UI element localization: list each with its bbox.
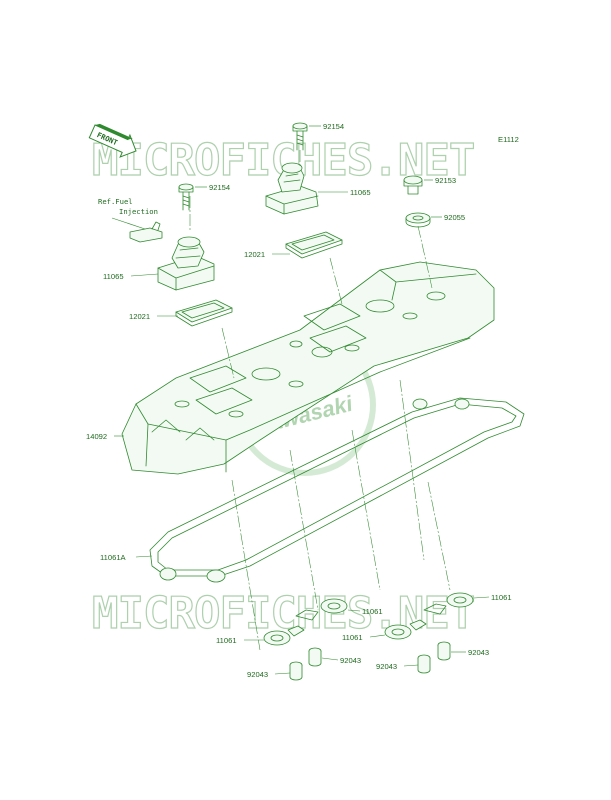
label-92154-left: 92154	[209, 183, 230, 192]
centerline-5	[329, 257, 343, 305]
label-92043-4: 92043	[376, 662, 397, 671]
centerline-8	[351, 429, 381, 591]
label-12021-lower: 12021	[129, 312, 150, 321]
watermark-bottom: MICROFICHES.NET	[92, 588, 474, 639]
seal-11061-left-lower	[263, 625, 305, 646]
label-14092: 14092	[86, 432, 107, 441]
centerline-4	[221, 327, 235, 379]
bushing-92043-4	[417, 654, 431, 674]
plug-cap-11065-top	[265, 162, 319, 215]
label-92043-1: 92043	[340, 656, 361, 665]
leader-11061-d	[473, 596, 490, 599]
ref-note-line2: Injection	[119, 207, 158, 216]
leader-11061-b	[347, 609, 361, 612]
label-11065-top: 11065	[350, 188, 371, 197]
bushing-92043-2	[289, 661, 303, 681]
leader-92043-1	[321, 657, 339, 661]
ref-note-line1: Ref.Fuel	[98, 197, 133, 206]
centerline-6	[231, 479, 261, 651]
centerline-3	[417, 225, 433, 289]
bolt-92154-top	[292, 122, 308, 151]
bushing-92043-3	[437, 641, 451, 661]
bolt-92153	[403, 175, 423, 195]
bolt-92154-left	[178, 183, 194, 211]
seal-11061-right-upper	[423, 592, 474, 615]
leader-11061A	[135, 555, 153, 558]
label-11065-left: 11065	[103, 272, 124, 281]
label-92043-2: 92043	[247, 670, 268, 679]
leader-92043-2	[274, 672, 291, 675]
gasket-11061A	[149, 397, 525, 583]
label-11061-a: 11061	[216, 636, 237, 645]
label-92154-top: 92154	[323, 122, 344, 131]
label-11061-b: 11061	[362, 607, 383, 616]
bushing-92043-1	[308, 647, 322, 667]
cylinder-head-cover-14092	[121, 261, 495, 475]
washer-92055	[405, 212, 431, 228]
fuel-injection-bracket	[129, 221, 163, 243]
centerline-10	[427, 481, 451, 591]
label-92153: 92153	[435, 176, 456, 185]
ref-note-leader	[111, 217, 149, 231]
plug-cap-11065-left	[157, 236, 215, 291]
centerline-9	[399, 379, 425, 561]
leader-92043-4	[403, 664, 419, 667]
leader-11061-c	[369, 634, 386, 638]
seal-11061-right-lower	[384, 619, 427, 640]
diagram-code: E1112	[498, 135, 519, 144]
gasket-12021-upper	[285, 231, 343, 259]
label-92055: 92055	[444, 213, 465, 222]
centerline-7	[289, 449, 319, 611]
label-92043-3: 92043	[468, 648, 489, 657]
seal-11061-left-upper	[295, 598, 348, 621]
front-arrow-icon: FRONT	[88, 123, 137, 158]
gasket-12021-lower	[175, 299, 233, 327]
label-12021-upper: 12021	[244, 250, 265, 259]
leader-11065-left	[130, 273, 159, 277]
label-11061-c: 11061	[342, 633, 363, 642]
label-11061A: 11061A	[100, 553, 127, 562]
label-11061-d: 11061	[491, 593, 512, 602]
